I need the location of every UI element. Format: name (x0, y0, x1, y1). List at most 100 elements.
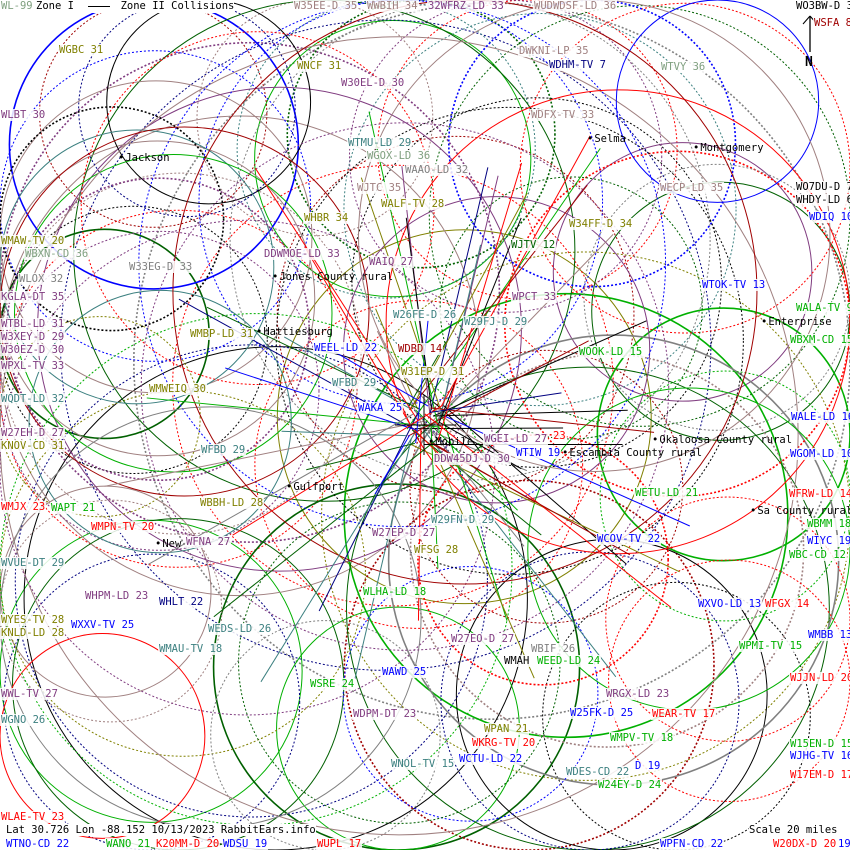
station-label[interactable]: WCOV-TV 22 (596, 533, 662, 545)
station-label[interactable]: WGEI-LD 27 (483, 433, 549, 445)
station-label[interactable]: WETU-LD 21 (634, 487, 700, 499)
station-label[interactable]: D 19 (634, 760, 662, 772)
station-label[interactable]: W3XEY-D 29 (0, 331, 66, 343)
station-label[interactable]: WPXL-TV 33 (0, 360, 66, 372)
station-label[interactable]: WNCF 31 (296, 60, 343, 72)
station-label[interactable]: WMPN-TV 20 (90, 521, 156, 533)
station-label[interactable]: WEED-LD 24 (536, 655, 602, 667)
station-label[interactable]: WO7DU-D 7 (795, 181, 850, 193)
station-label[interactable]: WUDWDSF-LD 36 (533, 0, 618, 12)
station-label[interactable]: WALF-TV 28 (380, 198, 446, 210)
station-label[interactable]: WVUE-DT 29 (0, 557, 66, 569)
station-label[interactable]: KGLA-DT 35 (0, 291, 66, 303)
station-label[interactable]: WMAU-TV 18 (158, 643, 224, 655)
station-label[interactable]: WHDY-LD 6 (795, 194, 850, 206)
station-label[interactable]: WMWEIQ 30 (148, 383, 207, 395)
station-label[interactable]: WO3BW-D 3 (795, 0, 850, 12)
station-label[interactable]: WFBD 29 (200, 444, 247, 456)
station-label[interactable]: WFSG 28 (413, 544, 460, 556)
station-label[interactable]: WCTU-LD 22 (458, 753, 524, 765)
station-label[interactable]: WJHG-TV 16 (789, 750, 850, 762)
station-label[interactable]: WBXN-CD 36 (24, 248, 90, 260)
station-label[interactable]: WDPM-DT 23 (352, 708, 418, 720)
station-label[interactable]: WGNO 26 (0, 714, 47, 726)
station-label[interactable]: WAPT 21 (50, 502, 97, 514)
station-label[interactable]: WMAW-TV 20 (0, 235, 66, 247)
station-label[interactable]: W35EE-D 35 (293, 0, 359, 12)
station-label[interactable]: WOOK-LD 15 (578, 346, 644, 358)
station-label[interactable]: WFBD 29 (331, 377, 378, 389)
station-label[interactable]: W17EM-D 17 (789, 769, 850, 781)
station-label[interactable]: WFGX 14 (764, 598, 811, 610)
station-label[interactable]: WDSU 19 (222, 838, 269, 850)
station-label[interactable]: WL-99 (0, 0, 34, 12)
station-label[interactable]: W27EH-D 27 (0, 427, 66, 439)
station-label[interactable]: WEDS-LD 26 (207, 623, 273, 635)
station-label[interactable]: WYES-TV 28 (0, 614, 66, 626)
station-label[interactable]: WIYC 19 (806, 535, 850, 547)
station-label[interactable]: WKRG-TV 20 (471, 737, 537, 749)
station-label[interactable]: DDWMOE-LD 33 (263, 248, 341, 260)
station-label[interactable]: WPMI-TV 15 (738, 640, 804, 652)
station-label[interactable]: W34FF-D 34 (568, 218, 634, 230)
station-label[interactable]: WPCT 33 (511, 291, 558, 303)
station-label[interactable]: WLHA-LD 18 (362, 586, 428, 598)
station-label[interactable]: WWBIH 34 (366, 0, 419, 12)
station-label[interactable]: W15EN-D 15 (789, 738, 850, 750)
station-label[interactable]: WUPL 17 (316, 838, 363, 850)
station-label[interactable]: WMAH (503, 655, 531, 667)
station-label[interactable]: WAIQ 27 (368, 256, 415, 268)
station-label[interactable]: W31EP-D 31 (400, 366, 466, 378)
station-label[interactable]: W27EP-D 27 (371, 527, 437, 539)
station-label[interactable]: W30EL-D 30 (340, 77, 406, 89)
station-label[interactable]: WEAR-TV 17 (651, 708, 717, 720)
station-label[interactable]: WECP-LD 35 (659, 182, 725, 194)
station-label[interactable]: WBIF 26 (530, 643, 577, 655)
station-label[interactable]: DWKNI-LP 35 (518, 45, 590, 57)
station-label[interactable]: WMPV-TV 18 (609, 732, 675, 744)
station-label[interactable]: WQDT-LD 32 (0, 393, 66, 405)
station-label[interactable]: WBC-CD 12 (788, 549, 847, 561)
station-label[interactable]: WHBR 34 (303, 212, 350, 224)
station-label[interactable]: WALA-TV 9 (795, 302, 850, 314)
station-label[interactable]: WPFN-CD 22 (659, 838, 725, 850)
station-label[interactable]: WTMU-LD 29 (347, 137, 413, 149)
station-label[interactable]: W29FN-D 29 (430, 514, 496, 526)
station-label[interactable]: WTOK-TV 13 (701, 279, 767, 291)
station-label[interactable]: W26FE-D 26 (392, 309, 458, 321)
station-label[interactable]: WLAE-TV 23 (0, 811, 66, 823)
station-label[interactable]: W24EY-D 24 (597, 779, 663, 791)
station-label[interactable]: WDFX-TV 33 (530, 109, 596, 121)
station-label[interactable]: W29FJ-D 29 (463, 316, 529, 328)
station-label[interactable]: K20MM-D 20 (155, 838, 221, 850)
station-label[interactable]: WLBT 30 (0, 109, 47, 121)
station-label[interactable]: WJJN-LD 20 (789, 672, 850, 684)
station-label[interactable]: WTVY 36 (660, 61, 707, 73)
station-label[interactable]: WANO 21 (105, 838, 152, 850)
station-label[interactable]: WMJX 23 (0, 501, 47, 513)
station-label[interactable]: WGOX-LD 36 (366, 150, 432, 162)
station-label[interactable]: WAKA 25 (357, 402, 404, 414)
station-label[interactable]: WSFA 8 (813, 17, 850, 29)
station-label[interactable]: WBBH-LD 28 (199, 497, 265, 509)
station-label[interactable]: WGBC 31 (58, 44, 105, 56)
station-label[interactable]: WRGX-LD 23 (605, 688, 671, 700)
station-label[interactable]: WWL-TV 27 (0, 688, 59, 700)
station-label[interactable]: WFRW-LD 14 (788, 488, 850, 500)
station-label[interactable]: W30EZ-D 30 (0, 344, 66, 356)
station-label[interactable]: WPAN 21 (483, 723, 530, 735)
station-label[interactable]: DDW45DJ-D 30 (433, 453, 511, 465)
station-label[interactable]: W27EO-D 27 (450, 633, 516, 645)
station-label[interactable]: WDBD 14 (397, 343, 444, 355)
station-label[interactable]: WGOM-LD 10 (789, 448, 850, 460)
station-label[interactable]: WNOL-TV 15 (390, 758, 456, 770)
station-label[interactable]: WLOX 32 (18, 273, 65, 285)
station-label[interactable]: WHLT 22 (158, 596, 205, 608)
station-label[interactable]: W20DX-D 20 (772, 838, 838, 850)
station-label[interactable]: WJTC 35 (356, 182, 403, 194)
station-label[interactable]: WXVO-LD 13 (697, 598, 763, 610)
station-label[interactable]: WBXM-CD 15 (789, 334, 850, 346)
station-label[interactable]: WSRE 24 (309, 678, 356, 690)
station-label[interactable]: KNLD-LD 28 (0, 627, 66, 639)
